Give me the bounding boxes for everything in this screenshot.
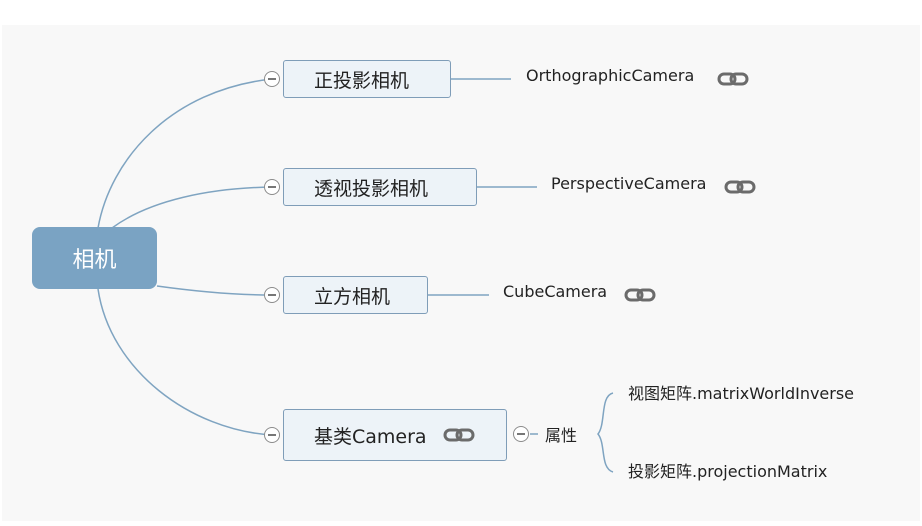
attribute-brace bbox=[597, 392, 614, 473]
topic-label: 透视投影相机 bbox=[314, 177, 429, 200]
topic-node-base[interactable]: 基类Camera bbox=[283, 409, 507, 461]
topic-label: 正投影相机 bbox=[314, 69, 410, 92]
link-icon[interactable] bbox=[717, 71, 749, 87]
collapse-toggle-base[interactable] bbox=[264, 427, 280, 443]
subtopic-label-cube[interactable]: CubeCamera bbox=[503, 282, 608, 301]
topic-node-cube[interactable]: 立方相机 bbox=[283, 276, 428, 314]
topic-node-persp[interactable]: 透视投影相机 bbox=[283, 168, 477, 206]
collapse-toggle-attributes[interactable] bbox=[513, 426, 529, 442]
collapse-toggle-cube[interactable] bbox=[264, 287, 280, 303]
collapse-toggle-persp[interactable] bbox=[264, 179, 280, 195]
connector-root-cube bbox=[156, 285, 273, 296]
link-icon[interactable] bbox=[443, 427, 475, 443]
attribute-item[interactable]: 投影矩阵.projectionMatrix bbox=[628, 462, 828, 481]
link-icon[interactable] bbox=[724, 179, 756, 195]
subtopic-label-ortho[interactable]: OrthographicCamera bbox=[526, 66, 695, 85]
connector-root-ortho bbox=[97, 78, 273, 229]
root-label: 相机 bbox=[72, 248, 117, 273]
link-icon[interactable] bbox=[624, 287, 656, 303]
subtopic-label-persp[interactable]: PerspectiveCamera bbox=[551, 174, 707, 193]
connector-root-persp bbox=[111, 186, 273, 229]
connector-root-base bbox=[97, 288, 273, 436]
collapse-toggle-ortho[interactable] bbox=[264, 71, 280, 87]
attribute-group-label[interactable]: 属性 bbox=[545, 426, 578, 445]
topic-node-ortho[interactable]: 正投影相机 bbox=[283, 60, 451, 98]
topic-label: 立方相机 bbox=[314, 285, 391, 308]
root-node[interactable]: 相机 bbox=[32, 227, 157, 289]
topic-label: 基类Camera bbox=[314, 425, 427, 448]
attribute-item[interactable]: 视图矩阵.matrixWorldInverse bbox=[628, 384, 855, 403]
